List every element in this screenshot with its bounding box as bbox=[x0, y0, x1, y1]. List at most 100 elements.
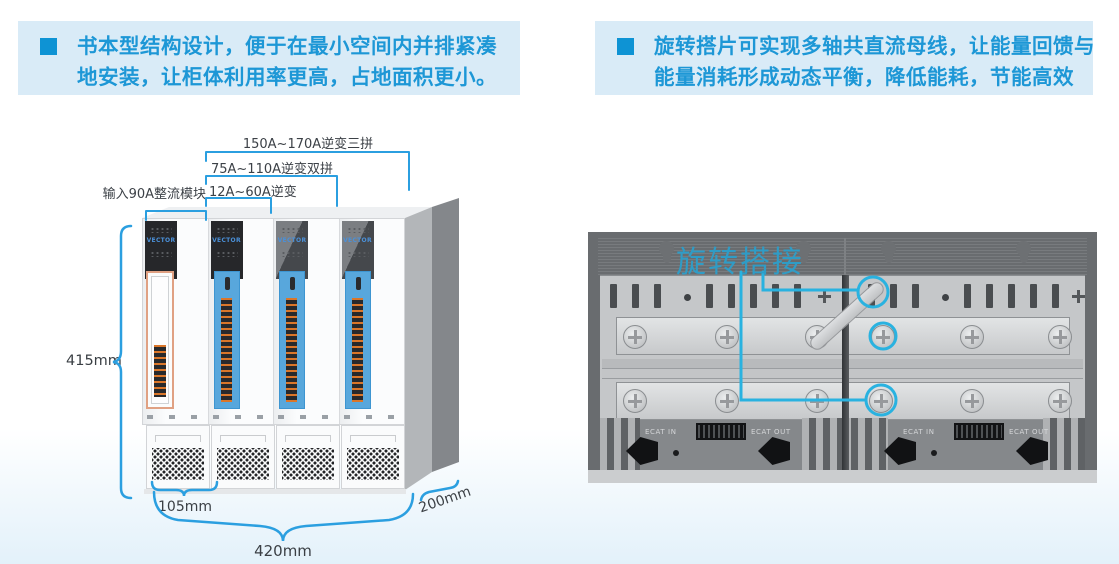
machine-top-face bbox=[142, 207, 432, 218]
ecat-out-label: ECAT OUT bbox=[751, 428, 791, 436]
fan-unit bbox=[276, 425, 340, 489]
label-inverter-double: 75A~110A逆变双拼 bbox=[210, 162, 334, 177]
busbar-screw-highlighted bbox=[869, 389, 893, 413]
dimension-total-width: 420mm bbox=[254, 542, 312, 560]
bottom-label-marks bbox=[147, 415, 204, 419]
photo-base-strip bbox=[588, 470, 1097, 483]
panel-dot bbox=[931, 450, 937, 456]
busbar-screw bbox=[960, 325, 984, 349]
mounting-plate-seam bbox=[844, 238, 846, 275]
module-inverter-2: VECTOR bbox=[274, 219, 340, 424]
bottom-label-marks bbox=[278, 415, 335, 419]
vent-slot bbox=[728, 284, 735, 308]
vent-slot bbox=[964, 284, 971, 308]
vent-dot bbox=[942, 294, 949, 301]
terminal-strip bbox=[344, 271, 371, 409]
module-top-panel: VECTOR bbox=[145, 221, 177, 279]
bottom-label-marks bbox=[212, 415, 269, 419]
busbar-screw bbox=[623, 389, 647, 413]
ecat-connector-strip bbox=[696, 423, 746, 440]
photo-title: 旋转搭接 bbox=[676, 245, 804, 280]
note-box-busbar: 旋转搭片可实现多轴共直流母线，让能量回馈与 能量消耗形成动态平衡，降低能耗，节能… bbox=[595, 21, 1095, 95]
vent-dot bbox=[684, 294, 691, 301]
dimension-height: 415mm bbox=[66, 353, 122, 369]
vent-slot bbox=[610, 284, 617, 308]
keyhole-slot bbox=[659, 241, 674, 263]
servo-drive-stack: VECTOR VECTOR VECT bbox=[142, 196, 460, 502]
vent-slot bbox=[772, 284, 779, 308]
machine-front: VECTOR VECTOR VECT bbox=[142, 218, 405, 425]
bullet-square-icon bbox=[617, 38, 634, 55]
leader-line-bottom bbox=[739, 270, 867, 402]
machine-base-edge bbox=[144, 489, 406, 494]
panel-dot bbox=[673, 450, 679, 456]
strip-nub bbox=[224, 277, 230, 290]
note-box-structure: 书本型结构设计，便于在最小空间内并排紧凑 地安装，让柜体利用率更高，占地面积更小… bbox=[18, 21, 520, 95]
strip-nub bbox=[290, 277, 295, 290]
busbar-screw bbox=[1048, 325, 1072, 349]
vent-slot bbox=[654, 284, 661, 308]
vent-slot bbox=[794, 284, 801, 308]
keyhole-slot bbox=[796, 241, 811, 263]
vector-logo: VECTOR bbox=[277, 237, 307, 244]
vector-logo: VECTOR bbox=[212, 237, 241, 244]
vent-slot bbox=[750, 284, 757, 308]
fan-section bbox=[146, 425, 405, 489]
ecat-connector-strip bbox=[954, 423, 1004, 440]
busbar-screw bbox=[960, 389, 984, 413]
dimension-unit-width: 105mm bbox=[158, 499, 212, 515]
label-rectifier: 输入90A整流模块 bbox=[102, 187, 206, 202]
fan-unit bbox=[211, 425, 275, 489]
module-inverter-1: VECTOR bbox=[208, 219, 274, 424]
vent-slot bbox=[1008, 284, 1015, 308]
bullet-square-icon bbox=[40, 38, 57, 55]
note-line: 能量消耗形成动态平衡，降低能耗，节能高效 bbox=[654, 65, 1074, 89]
vent-grid bbox=[217, 448, 269, 480]
vent-slot bbox=[890, 284, 897, 308]
bottom-label-marks bbox=[343, 415, 400, 419]
strip-nub bbox=[355, 277, 361, 290]
module-top-panel: VECTOR bbox=[276, 221, 308, 279]
leader-line-top bbox=[761, 270, 859, 292]
busbar-screw bbox=[623, 325, 647, 349]
busbar-screw bbox=[1048, 389, 1072, 413]
machine-side-panel-light bbox=[405, 207, 432, 490]
note-text: 旋转搭片可实现多轴共直流母线，让能量回馈与 能量消耗形成动态平衡，降低能耗，节能… bbox=[654, 31, 1095, 93]
module-rectifier: VECTOR bbox=[143, 219, 209, 424]
module-inverter-3: VECTOR bbox=[339, 219, 404, 424]
module-top-panel: VECTOR bbox=[341, 221, 374, 279]
terminal-strip bbox=[146, 271, 174, 409]
highlight-circle-screw-bottom bbox=[864, 383, 898, 417]
vent-slot bbox=[632, 284, 639, 308]
keyhole-slot bbox=[881, 241, 896, 263]
terminal-block bbox=[351, 298, 363, 402]
vent-slot bbox=[1052, 284, 1059, 308]
vent-slot bbox=[1030, 284, 1037, 308]
vector-logo: VECTOR bbox=[343, 237, 372, 244]
vent-slot bbox=[706, 284, 713, 308]
module-gap-seam bbox=[842, 275, 849, 470]
keyhole-slot bbox=[1016, 241, 1031, 263]
label-inverter-single: 12A~60A逆变 bbox=[209, 185, 297, 200]
note-line: 书本型结构设计，便于在最小空间内并排紧凑 bbox=[77, 34, 497, 58]
note-line: 地安装，让柜体利用率更高，占地面积更小。 bbox=[77, 65, 497, 89]
vent-grid bbox=[152, 448, 204, 480]
terminal-block bbox=[154, 345, 166, 397]
terminal-strip bbox=[279, 271, 305, 409]
fan-unit bbox=[146, 425, 210, 489]
note-text: 书本型结构设计，便于在最小空间内并排紧凑 地安装，让柜体利用率更高，占地面积更小… bbox=[77, 31, 497, 93]
terminal-block bbox=[286, 298, 297, 402]
vent-grid bbox=[347, 448, 399, 480]
highlight-circle-screw-top bbox=[868, 321, 898, 351]
heatsink-fins bbox=[1043, 418, 1085, 470]
mounting-plate bbox=[598, 238, 1087, 275]
fan-unit bbox=[341, 425, 405, 489]
ecat-out-label: ECAT OUT bbox=[1009, 428, 1049, 436]
vent-grid bbox=[282, 448, 334, 480]
terminal-block bbox=[220, 298, 232, 402]
highlight-circle-tab bbox=[856, 275, 890, 309]
module-top-panel: VECTOR bbox=[210, 221, 243, 279]
note-line: 旋转搭片可实现多轴共直流母线，让能量回馈与 bbox=[654, 34, 1095, 58]
terminal-strip bbox=[213, 271, 240, 409]
